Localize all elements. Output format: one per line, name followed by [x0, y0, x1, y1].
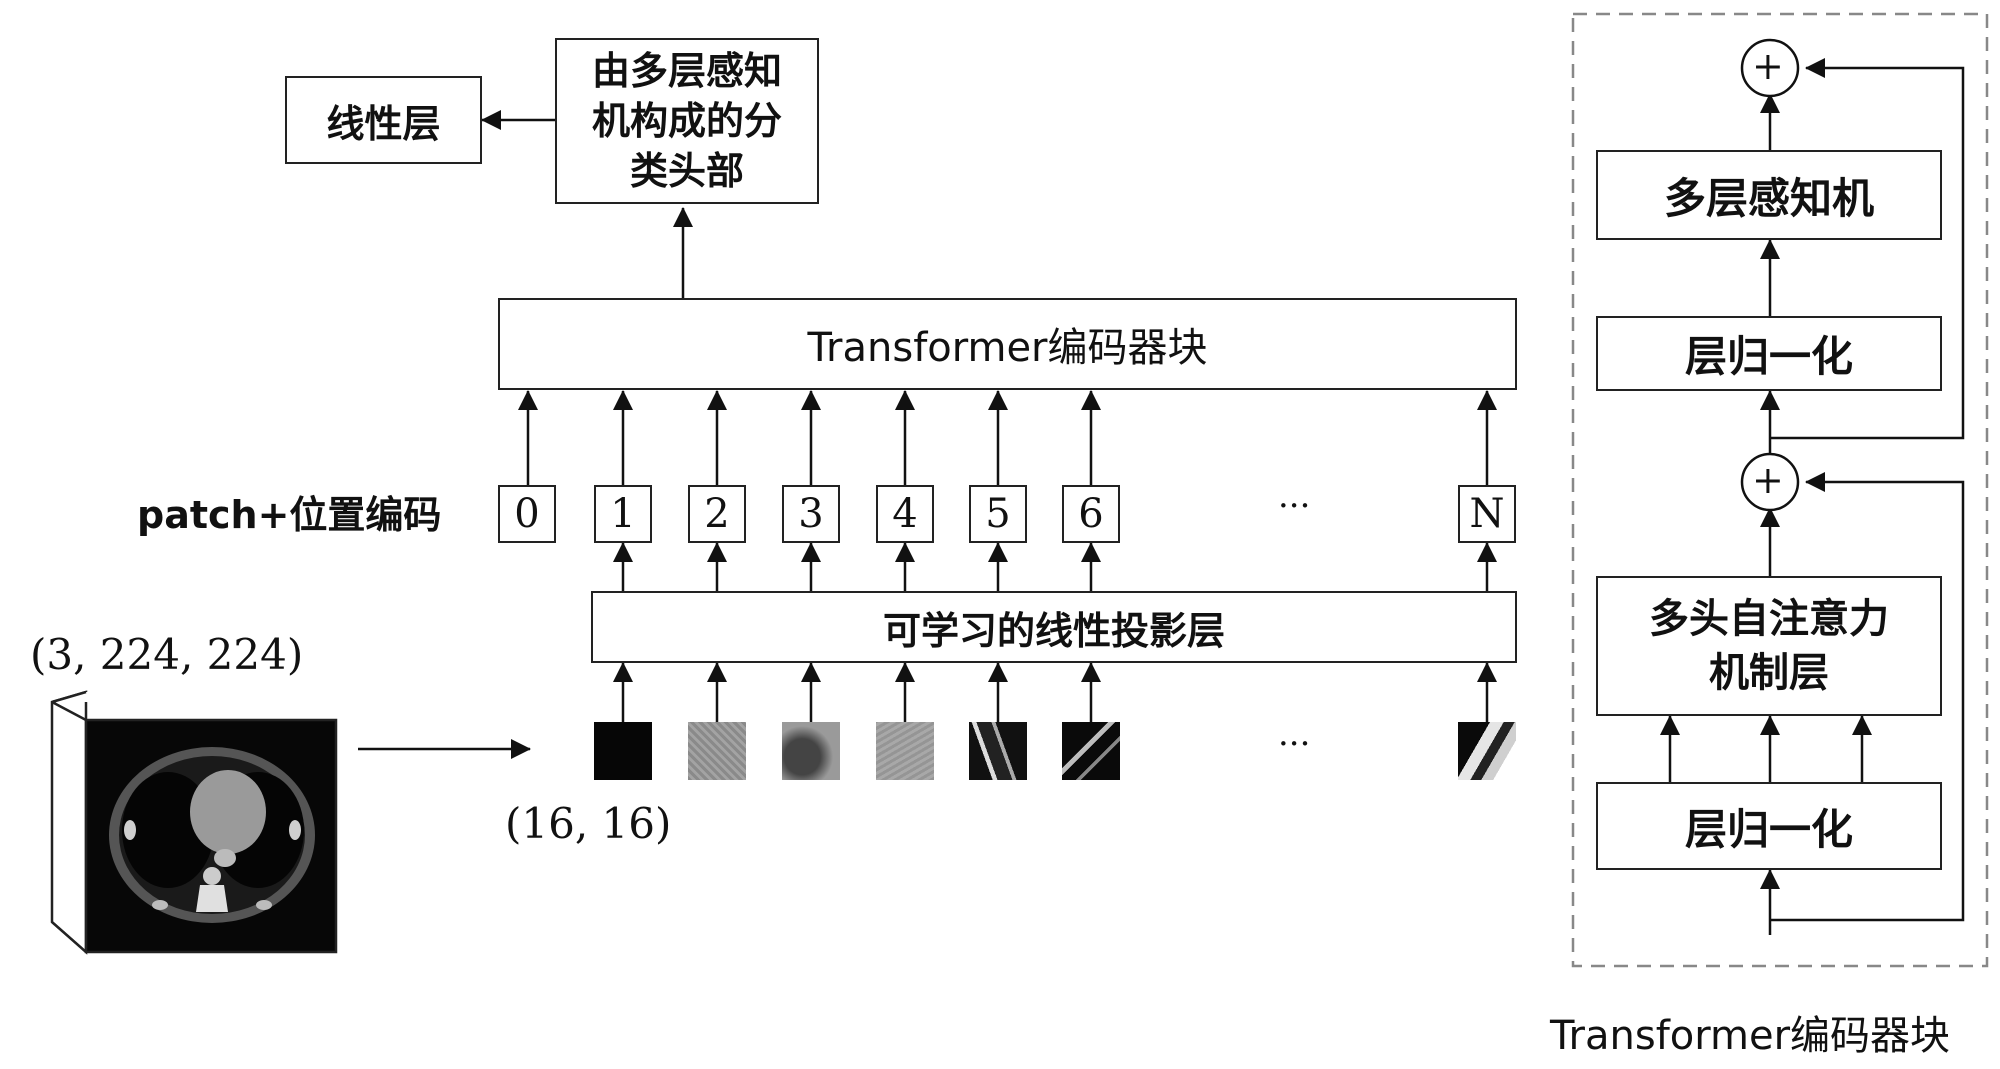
image-patch-4 [876, 722, 934, 780]
token-1: 1 [594, 485, 652, 543]
layer-norm-bottom-box: 层归一化 [1596, 782, 1942, 870]
token-2: 2 [688, 485, 746, 543]
transformer-encoder-bar: Transformer编码器块 [498, 298, 1517, 390]
classification-head-box: 由多层感知 机构成的分 类头部 [555, 38, 819, 204]
token-4: 4 [876, 485, 934, 543]
patch-size-label: (16, 16) [505, 799, 672, 848]
detail-panel-caption: Transformer编码器块 [1550, 1013, 1951, 1059]
linear-projection-label: 可学习的线性投影层 [882, 608, 1225, 653]
token-n: N [1458, 485, 1516, 543]
layer-norm-top-label: 层归一化 [1684, 332, 1853, 381]
image-patch-n [1458, 722, 1516, 780]
attention-label-line-2: 机制层 [1709, 650, 1829, 696]
attention-box: 多头自注意力 机制层 [1596, 576, 1942, 716]
linear-projection-bar: 可学习的线性投影层 [591, 591, 1517, 663]
classification-head-line-1: 由多层感知 [591, 49, 782, 93]
ct-scan-image [50, 690, 338, 955]
image-patch-5 [969, 722, 1027, 780]
add-node-bottom: + [1752, 458, 1784, 502]
linear-layer-label: 线性层 [326, 101, 441, 146]
patch-ellipsis: ··· [1278, 724, 1311, 764]
image-patch-6 [1062, 722, 1120, 780]
classification-head-line-3: 类头部 [629, 149, 744, 193]
token-ellipsis: ··· [1278, 486, 1311, 526]
token-6: 6 [1062, 485, 1120, 543]
add-node-top: + [1752, 44, 1784, 88]
patch-position-embedding-label: patch+位置编码 [137, 493, 442, 537]
image-patch-1 [594, 722, 652, 780]
token-0: 0 [498, 485, 556, 543]
attention-label-line-1: 多头自注意力 [1649, 596, 1889, 642]
image-patch-3 [782, 722, 840, 780]
image-patch-2 [688, 722, 746, 780]
classification-head-line-2: 机构成的分 [591, 99, 782, 143]
token-3: 3 [782, 485, 840, 543]
layer-norm-bottom-label: 层归一化 [1684, 804, 1853, 854]
transformer-encoder-bar-label: Transformer编码器块 [807, 325, 1208, 371]
layer-norm-top-box: 层归一化 [1596, 316, 1942, 391]
token-5: 5 [969, 485, 1027, 543]
linear-layer-box: 线性层 [285, 76, 482, 164]
input-shape-label: (3, 224, 224) [30, 630, 304, 679]
mlp-label: 多层感知机 [1663, 173, 1874, 223]
mlp-box: 多层感知机 [1596, 150, 1942, 240]
